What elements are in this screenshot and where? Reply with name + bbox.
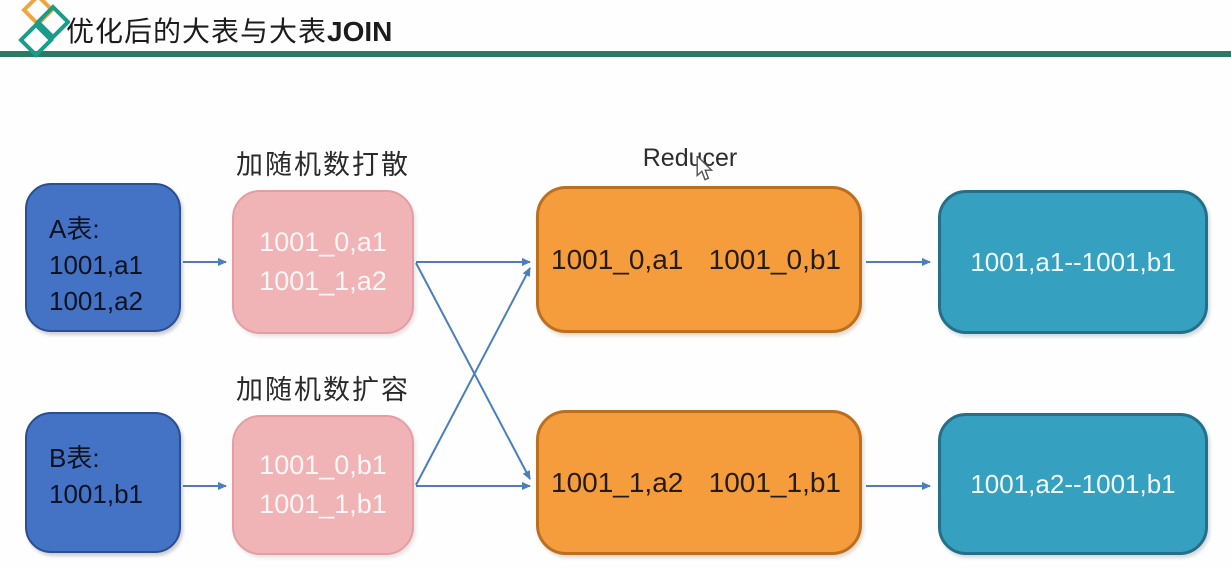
table-b-title: B表: bbox=[49, 443, 100, 473]
table-a-row: 1001,a1 bbox=[49, 250, 143, 280]
page-title-zh: 优化后的大表与大表 bbox=[66, 17, 328, 48]
scatter-row: 1001_1,a2 bbox=[259, 266, 387, 296]
accent-divider bbox=[0, 51, 1231, 57]
brand-logo-icon bbox=[18, 0, 70, 58]
reducer-1-box: 1001_1,a2 1001_1,b1 bbox=[536, 410, 862, 555]
result-1-text: 1001,a2--1001,b1 bbox=[970, 468, 1176, 499]
table-a-title: A表: bbox=[49, 214, 100, 244]
expand-row: 1001_1,b1 bbox=[259, 489, 387, 519]
table-b-row: 1001,b1 bbox=[49, 479, 143, 509]
mouse-cursor-icon bbox=[696, 156, 714, 181]
page-title: 优化后的大表与大表JOIN bbox=[66, 10, 392, 50]
table-b-box: B表: 1001,b1 bbox=[25, 412, 181, 553]
table-a-box: A表: 1001,a1 1001,a2 bbox=[25, 183, 181, 332]
result-0-box: 1001,a1--1001,b1 bbox=[938, 190, 1208, 334]
reducer-0-right: 1001_0,b1 bbox=[708, 243, 841, 275]
page-title-en: JOIN bbox=[327, 16, 393, 47]
scatter-box: 1001_0,a1 1001_1,a2 bbox=[232, 190, 414, 334]
reducer-0-box: 1001_0,a1 1001_0,b1 bbox=[536, 186, 862, 333]
label-reducer: Reducer bbox=[642, 144, 738, 172]
expand-box: 1001_0,b1 1001_1,b1 bbox=[232, 415, 414, 555]
label-expand: 加随机数扩容 bbox=[236, 375, 410, 405]
table-a-row: 1001,a2 bbox=[49, 286, 143, 316]
expand-row: 1001_0,b1 bbox=[259, 450, 387, 480]
scatter-row: 1001_0,a1 bbox=[259, 227, 387, 257]
reducer-0-left: 1001_0,a1 bbox=[551, 243, 684, 275]
reducer-1-right: 1001_1,b1 bbox=[708, 466, 841, 498]
result-1-box: 1001,a2--1001,b1 bbox=[938, 413, 1208, 555]
label-scatter: 加随机数打散 bbox=[236, 150, 410, 180]
reducer-1-left: 1001_1,a2 bbox=[551, 466, 684, 498]
result-0-text: 1001,a1--1001,b1 bbox=[970, 246, 1176, 277]
